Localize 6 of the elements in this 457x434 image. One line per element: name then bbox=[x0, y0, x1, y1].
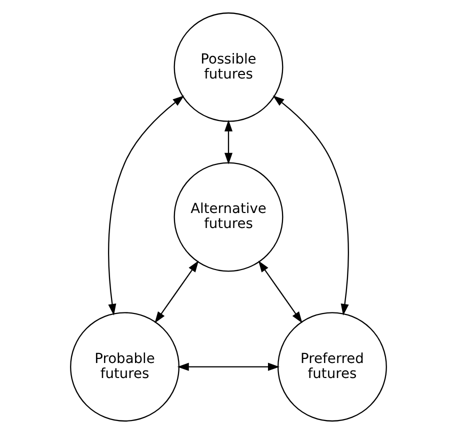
arrow bbox=[272, 96, 349, 316]
arrow bbox=[177, 362, 280, 371]
arrow bbox=[258, 260, 302, 324]
arrow bbox=[154, 260, 199, 324]
arrow bbox=[224, 120, 233, 164]
arrow bbox=[108, 96, 184, 316]
